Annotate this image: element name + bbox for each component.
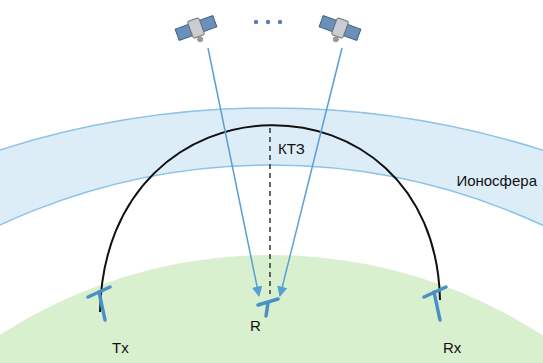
- satellite-icon: [174, 13, 220, 49]
- satellite-ray: [208, 48, 259, 296]
- radio-path: [100, 125, 440, 312]
- vertical-dash: [269, 128, 271, 294]
- region-label: Ионосфера: [454, 172, 539, 191]
- earth: [0, 255, 543, 363]
- ellipsis-dots: [254, 20, 282, 24]
- ionosphere-inner: [0, 165, 543, 363]
- satellite-ray: [280, 48, 342, 296]
- antenna-symbol: [88, 287, 110, 320]
- region-label: КТЗ: [278, 141, 305, 158]
- station-label: Tx: [112, 340, 129, 357]
- satellite-icon: [316, 13, 362, 49]
- ionosphere-outer: [0, 108, 543, 363]
- antenna-symbol: [258, 299, 278, 316]
- antenna-symbol: [424, 287, 446, 320]
- station-label: Rx: [443, 340, 461, 357]
- station-label: R: [250, 318, 261, 335]
